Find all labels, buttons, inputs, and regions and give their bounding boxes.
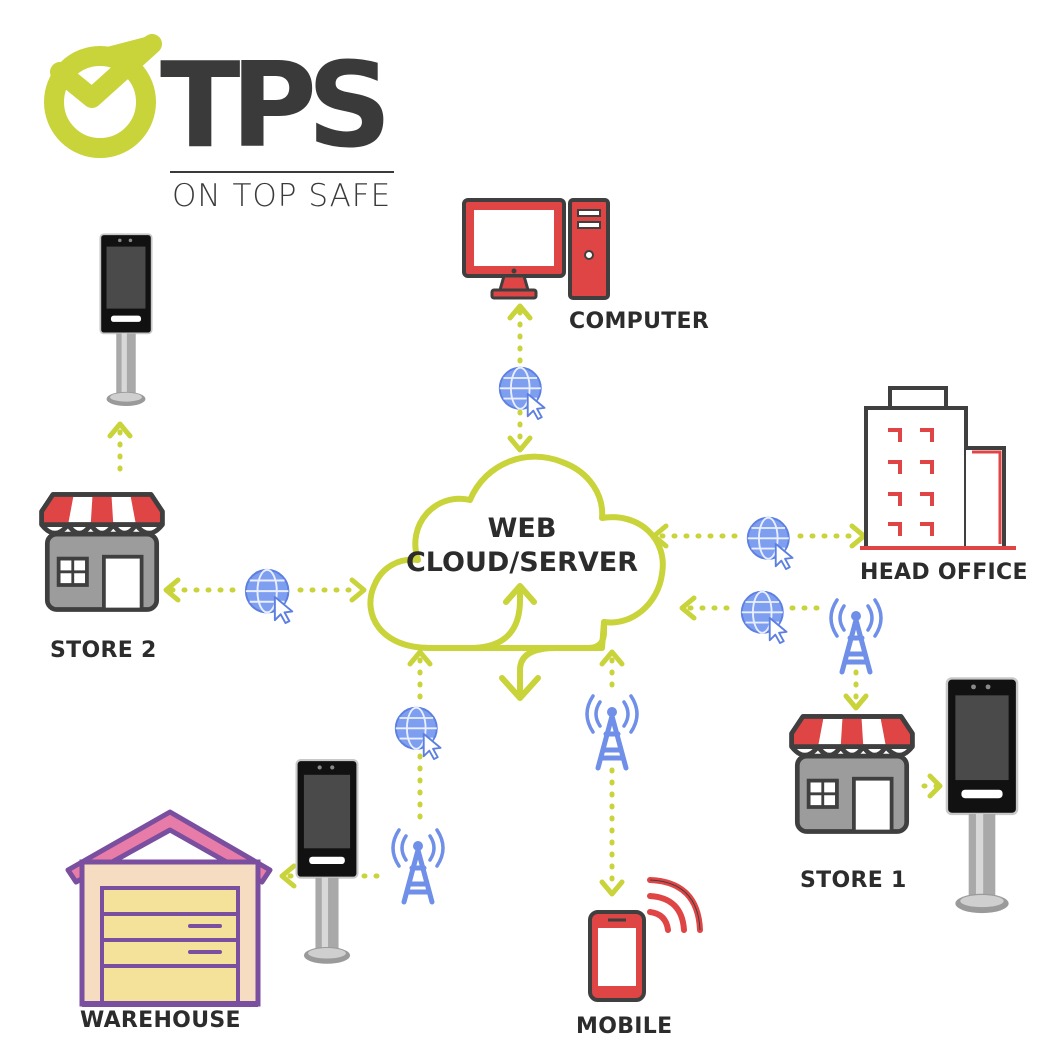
store-1-label: STORE 1 xyxy=(800,868,907,893)
computer-label: COMPUTER xyxy=(569,309,710,334)
arrowheads xyxy=(107,303,943,897)
cloud-label: WEB CLOUD/SERVER xyxy=(392,512,652,580)
warehouse-label: WAREHOUSE xyxy=(80,1008,241,1033)
terminal-icon xyxy=(295,759,359,965)
globe-cursor-icon xyxy=(244,568,294,624)
globe-cursor-icon xyxy=(746,516,794,570)
antenna-icon xyxy=(587,696,637,768)
logo-wordmark: TPS xyxy=(160,36,392,174)
terminal-icon xyxy=(99,233,153,407)
computer-icon xyxy=(462,198,610,300)
building-icon xyxy=(860,386,1016,550)
check-icon xyxy=(44,34,162,158)
terminal-icon xyxy=(945,677,1019,915)
store-icon xyxy=(792,716,913,831)
antenna-icon xyxy=(393,830,443,902)
store-2-label: STORE 2 xyxy=(50,638,157,663)
mobile-icon xyxy=(588,877,703,1002)
globe-cursor-icon xyxy=(394,706,442,760)
warehouse-icon xyxy=(65,809,273,1007)
logo-tagline: ON TOP SAFE xyxy=(172,178,392,214)
mobile-label: MOBILE xyxy=(576,1014,673,1039)
connectors xyxy=(117,309,941,889)
antenna-icon xyxy=(831,600,881,672)
globe-cursor-icon xyxy=(740,590,788,644)
cloud-label-line2: CLOUD/SERVER xyxy=(405,547,639,578)
logo xyxy=(44,34,394,173)
cloud-icon xyxy=(367,453,666,701)
head-office-label: HEAD OFFICE xyxy=(860,560,1028,585)
cloud-label-line1: WEB xyxy=(487,513,557,544)
store-icon xyxy=(42,494,163,609)
